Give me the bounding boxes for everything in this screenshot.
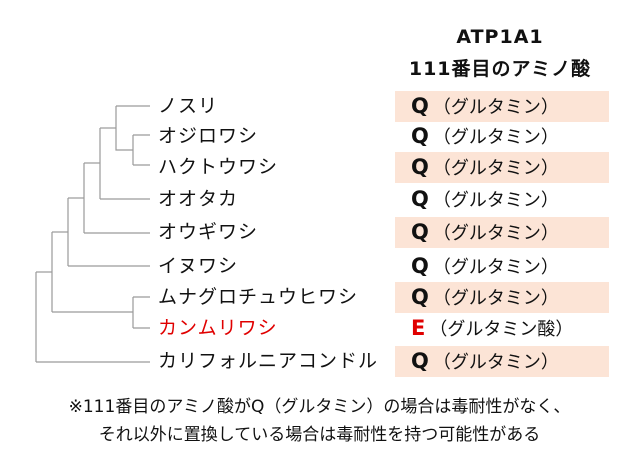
species-label: ムナグロチュウヒワシ (158, 286, 359, 308)
amino-acid-code: Q (411, 155, 429, 179)
species-label: イヌワシ (158, 255, 239, 277)
row-shading (395, 282, 609, 313)
row-shading (395, 217, 609, 248)
species-label: ハクトウワシ (158, 156, 279, 178)
row-shading (395, 346, 609, 377)
footnote-line-1: ※111番目のアミノ酸がQ（グルタミン）の場合は毒耐性がなく、 (68, 397, 571, 417)
amino-acid-name: （グルタミン） (432, 257, 559, 278)
amino-acid-cell: Q（グルタミン） (411, 251, 559, 282)
tree-node-a (115, 106, 133, 151)
amino-acid-name: （グルタミン） (432, 288, 559, 309)
species-label: オオタカ (158, 188, 239, 210)
amino-acid-code: Q (411, 94, 429, 118)
amino-acid-name: （グルタミン） (432, 352, 559, 373)
amino-acid-cell: E（グルタミン酸） (411, 313, 573, 344)
amino-acid-cell: Q（グルタミン） (411, 91, 559, 122)
species-label: ノスリ (158, 95, 219, 117)
footnote-line-2: それ以外に置換している場合は毒耐性を持つ可能性がある (98, 425, 541, 445)
amino-acid-code: E (411, 316, 426, 340)
amino-acid-name: （グルタミン酸） (429, 319, 574, 340)
gene-name-heading: ATP1A1 (456, 26, 544, 48)
species-label: カンムリワシ (158, 317, 278, 339)
amino-acid-cell: Q（グルタミン） (411, 121, 559, 152)
amino-acid-name: （グルタミン） (432, 223, 559, 244)
row-shading (395, 91, 609, 122)
species-label: カリフォルニアコンドル (158, 350, 379, 372)
amino-acid-code: Q (411, 254, 429, 278)
amino-acid-code: Q (411, 124, 429, 148)
amino-acid-cell: Q（グルタミン） (411, 346, 559, 377)
amino-acid-code: Q (411, 187, 429, 211)
species-label: オジロワシ (158, 125, 259, 147)
residue-position-heading: 111番目のアミノ酸 (408, 58, 592, 80)
amino-acid-cell: Q（グルタミン） (411, 282, 559, 313)
amino-acid-code: Q (411, 285, 429, 309)
amino-acid-code: Q (411, 349, 429, 373)
row-shading (395, 152, 609, 183)
amino-acid-code: Q (411, 220, 429, 244)
amino-acid-name: （グルタミン） (432, 190, 559, 211)
amino-acid-cell: Q（グルタミン） (411, 184, 559, 215)
species-label: オウギワシ (158, 221, 259, 243)
amino-acid-cell: Q（グルタミン） (411, 217, 559, 248)
amino-acid-name: （グルタミン） (432, 127, 559, 148)
amino-acid-name: （グルタミン） (432, 158, 559, 179)
amino-acid-cell: Q（グルタミン） (411, 152, 559, 183)
amino-acid-name: （グルタミン） (432, 97, 559, 118)
